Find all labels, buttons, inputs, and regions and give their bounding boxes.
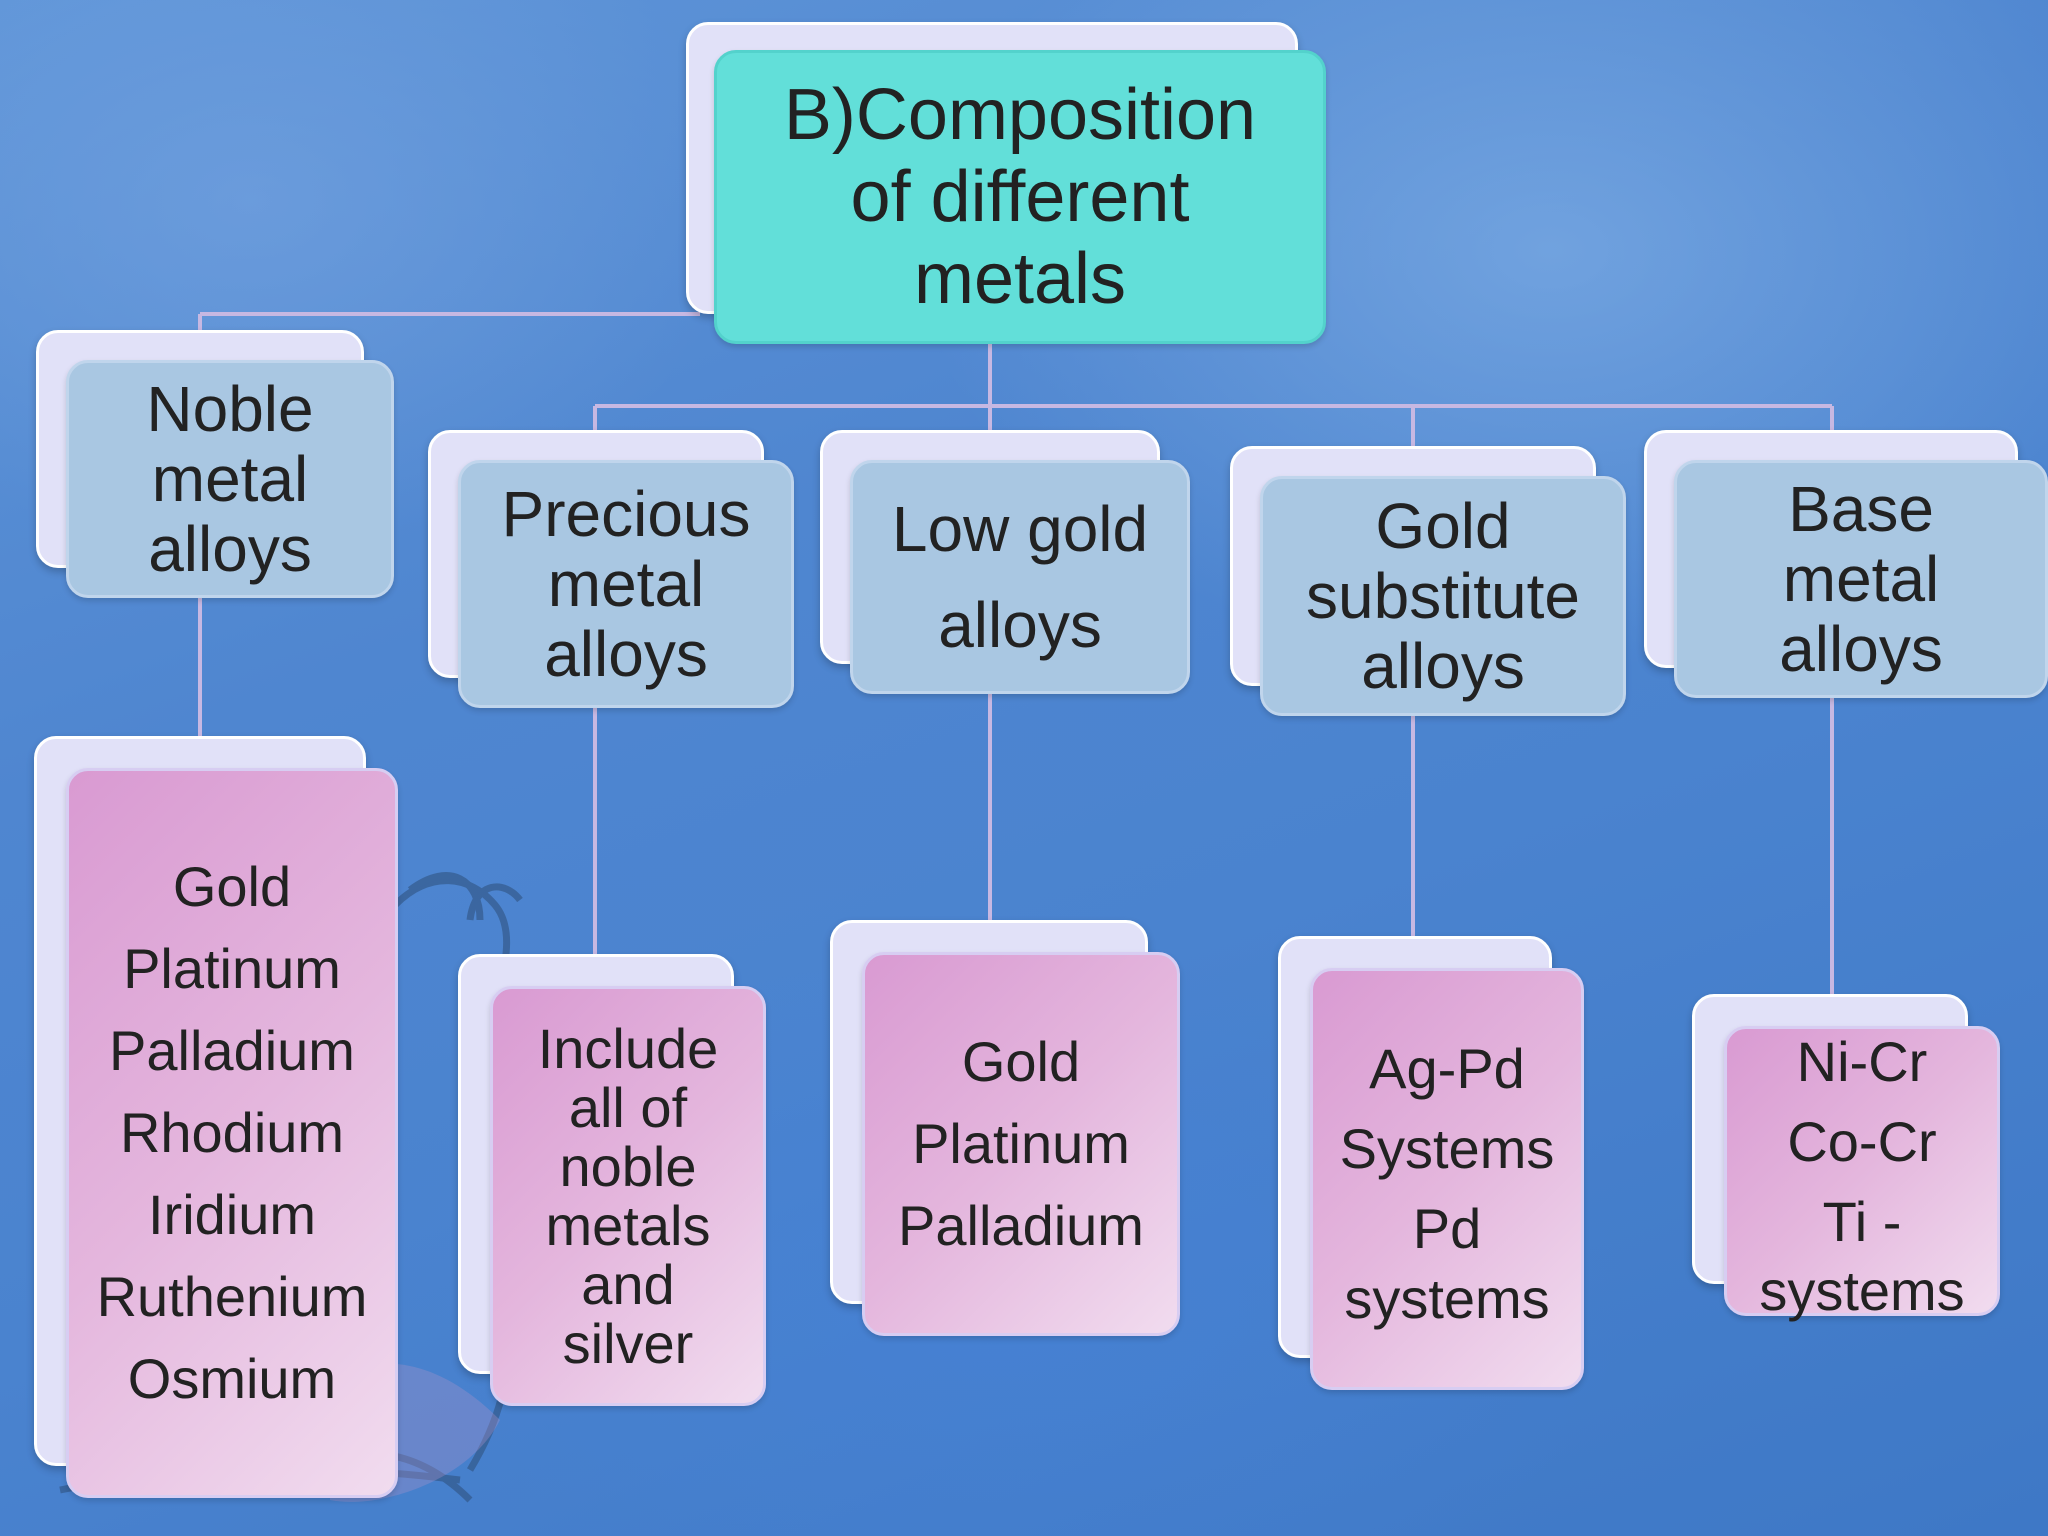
list-item: Ni-Cr [1796,1030,1928,1093]
category-title-line: alloys [148,513,312,585]
root-title-line: metals [913,239,1127,319]
list-item: Osmium [127,1347,337,1410]
category-title-line: alloys [1361,630,1525,702]
category-noble: Noble metal alloys [36,330,394,598]
list-item: and [581,1253,675,1316]
list-item: Include [537,1017,719,1080]
items-noble-box: Gold Platinum Palladium Rhodium Iridium … [66,768,398,1498]
list-item: Platinum [123,937,341,1000]
root-node-box: B)Composition of different metals [714,50,1326,344]
category-title-line: Base [1788,473,1934,545]
list-item: Palladium [109,1019,355,1082]
category-precious-box: Precious metal alloys [458,460,794,708]
list-item: Iridium [147,1183,317,1246]
items-low-gold: Gold Platinum Palladium [830,920,1180,1336]
items-base-box: Ni-Cr Co-Cr Ti - systems [1724,1026,2000,1320]
category-gold-substitute: Gold substitute alloys [1230,446,1626,716]
items-noble: Gold Platinum Palladium Rhodium Iridium … [34,736,398,1498]
category-title-line: alloys [544,618,708,690]
category-precious: Precious metal alloys [428,430,794,708]
list-item: systems [1759,1259,1965,1322]
category-title-line: metal [547,548,705,620]
list-item: Platinum [912,1112,1130,1175]
category-low-gold: Low gold alloys [820,430,1190,694]
root-title-line: of different [850,157,1190,237]
items-base: Ni-Cr Co-Cr Ti - systems [1692,994,2000,1320]
list-item: Ti - [1822,1190,1902,1253]
category-title-line: substitute [1306,560,1580,632]
category-title-line: Precious [501,478,751,550]
category-title-line: alloys [1779,613,1943,685]
list-item: Gold [172,855,292,918]
list-item: Rhodium [119,1101,345,1164]
category-title-line: metal [151,443,309,515]
category-base: Base metal alloys [1644,430,2048,698]
items-precious-box: Include all of noble metals and silver [490,986,766,1406]
list-item: Ag-Pd [1369,1037,1525,1100]
category-title-line: Low gold [891,493,1149,565]
category-gold-substitute-box: Gold substitute alloys [1260,476,1626,716]
category-title-line: alloys [938,589,1102,661]
category-low-gold-box: Low gold alloys [850,460,1190,694]
category-title-line: Noble [146,373,314,445]
list-item: all of [568,1076,688,1139]
list-item: noble [559,1135,697,1198]
category-noble-box: Noble metal alloys [66,360,394,598]
list-item: systems [1344,1267,1550,1330]
category-title-line: Gold [1375,490,1511,562]
items-gold-substitute-box: Ag-Pd Systems Pd systems [1310,968,1584,1390]
list-item: Palladium [898,1194,1144,1257]
items-gold-substitute: Ag-Pd Systems Pd systems [1278,936,1584,1390]
root-node: B)Composition of different metals [686,22,1326,344]
root-title-line: B)Composition [783,75,1257,155]
items-precious: Include all of noble metals and silver [458,954,766,1406]
list-item: Gold [961,1030,1081,1093]
list-item: silver [562,1312,694,1375]
list-item: Systems [1339,1117,1555,1180]
list-item: Co-Cr [1787,1110,1937,1173]
category-base-box: Base metal alloys [1674,460,2048,698]
items-low-gold-box: Gold Platinum Palladium [862,952,1180,1336]
category-title-line: metal [1782,543,1940,615]
list-item: Ruthenium [96,1265,368,1328]
list-item: metals [545,1194,711,1257]
list-item: Pd [1412,1197,1482,1260]
